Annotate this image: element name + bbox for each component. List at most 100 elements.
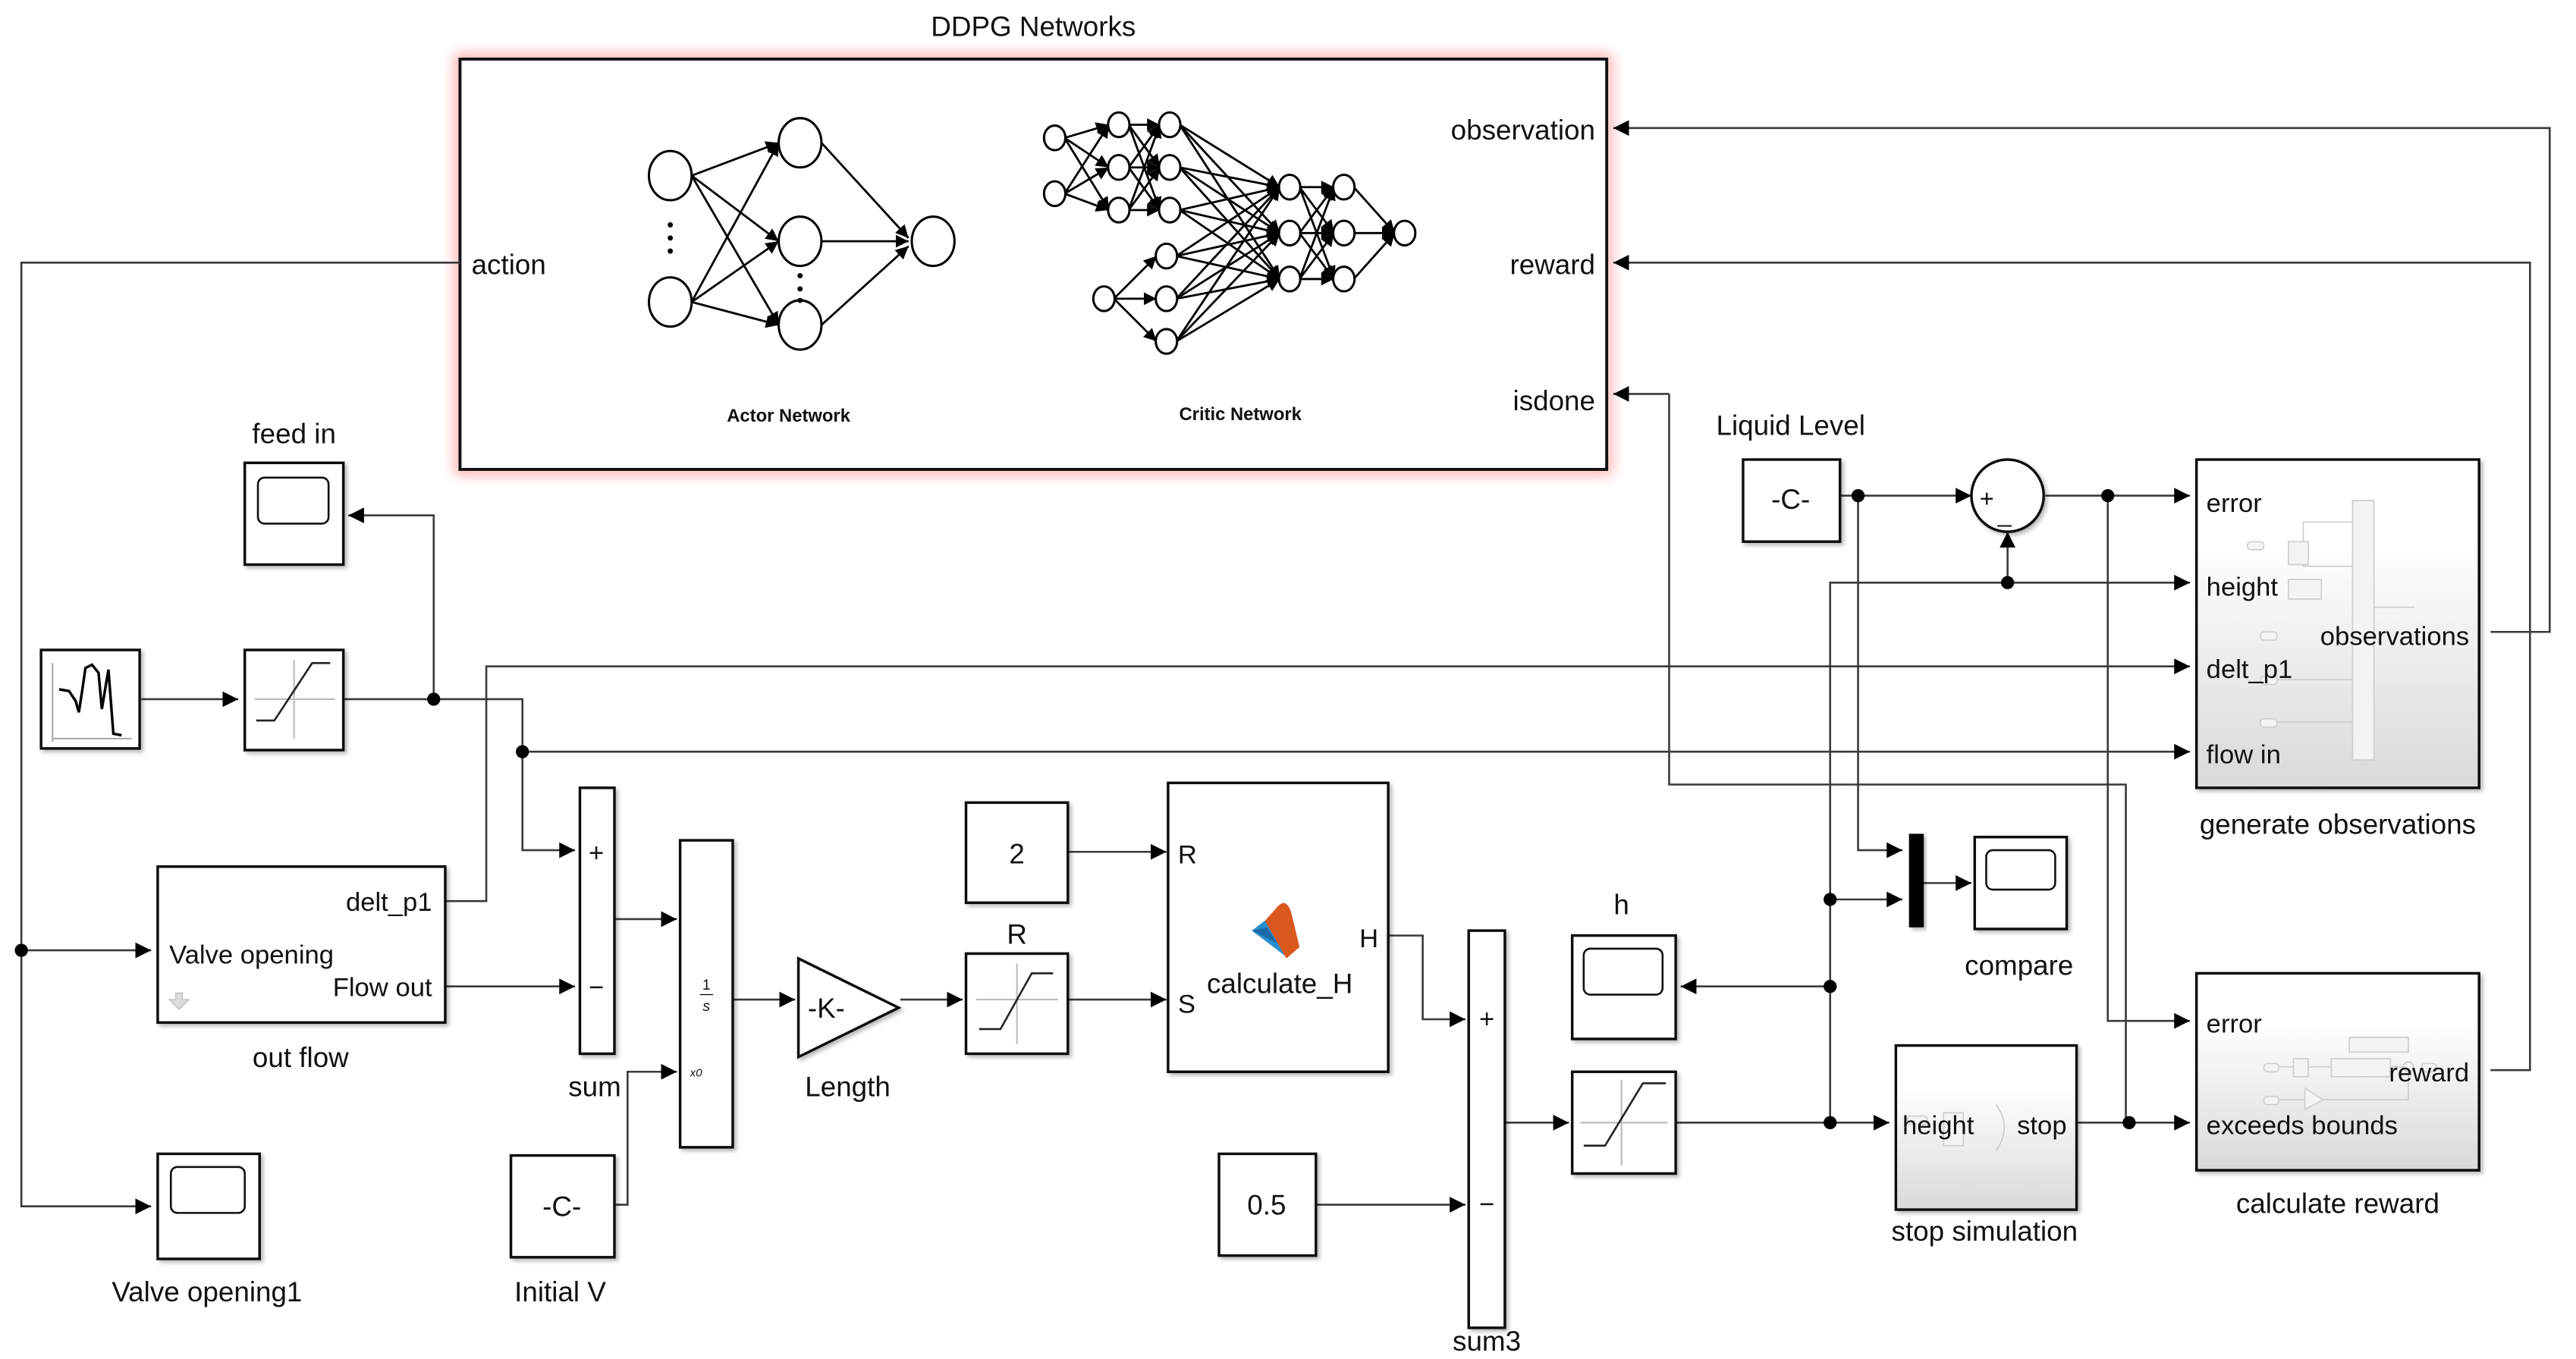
critic-node (1332, 265, 1356, 293)
constant-2-value: 2 (1009, 838, 1024, 869)
critic-edge (1179, 124, 1281, 234)
calculate-reward-label: calculate reward (2236, 1188, 2439, 1219)
scope-icon (1582, 947, 1664, 996)
ddpg-agent-block[interactable]: DDPG Networks action observation reward … (454, 11, 1612, 475)
subsystem-preview (1906, 1104, 2006, 1151)
constant-0.5-block[interactable]: 0.5 (1217, 1152, 1318, 1257)
liquid-level-constant[interactable]: Liquid Level -C- (1717, 410, 1865, 543)
signal-builder-block[interactable] (39, 648, 141, 750)
calc-reward-port-exceeds-bounds: exceeds bounds (2207, 1112, 2398, 1141)
critic-edge (1175, 186, 1281, 342)
constant-2-block[interactable]: 2 (964, 801, 1070, 905)
matlab-logo-icon (1252, 902, 1300, 959)
valve-opening-scope[interactable]: Valve opening1 (112, 1152, 302, 1307)
critic-node (1042, 180, 1067, 208)
critic-edge (1175, 186, 1280, 257)
sum-block[interactable]: + − sum (568, 786, 621, 1103)
generate-observations-subsystem[interactable]: error height delt_p1 flow in observation… (2194, 458, 2480, 840)
generate-observations-label: generate observations (2200, 808, 2476, 840)
feed-in-scope[interactable]: feed in (243, 418, 345, 567)
critic-edge (1176, 229, 1280, 257)
critic-edge (1299, 232, 1335, 280)
critic-node (1332, 173, 1356, 201)
out-flow-label: out flow (253, 1042, 349, 1073)
sum3-block[interactable]: + − sum3 (1453, 929, 1521, 1357)
integrator-block[interactable]: 1 s x0 (678, 839, 734, 1149)
gain-value: -K- (808, 993, 845, 1024)
critic-edge (1176, 255, 1280, 283)
critic-edge (1063, 124, 1111, 195)
critic-edge (1127, 166, 1161, 211)
gen-obs-port-observations: observations (2320, 623, 2469, 651)
saturation-height-block[interactable] (1570, 1070, 1677, 1175)
look-under-mask-icon (168, 992, 190, 1010)
liquid-level-value: -C- (1771, 484, 1810, 515)
port-action: action (472, 249, 546, 280)
calc-reward-port-error: error (2207, 1009, 2262, 1038)
critic-edge (1175, 232, 1281, 343)
saturation-r-block[interactable]: R (964, 918, 1070, 1056)
port-observation: observation (1451, 115, 1595, 146)
scope-icon (169, 1166, 247, 1214)
sum3-plus-sign: + (1479, 1005, 1494, 1034)
gen-obs-port-delt-p1: delt_p1 (2207, 655, 2293, 684)
gen-obs-port-error: error (2207, 489, 2262, 518)
sum-minus-sign: − (589, 974, 604, 1003)
out-flow-port-flow-out: Flow out (333, 974, 432, 1003)
subsystem-preview (2263, 1036, 2437, 1111)
out-flow-port-delt-p1: delt_p1 (346, 888, 432, 917)
out-flow-subsystem[interactable]: delt_p1 Valve opening Flow out out flow (156, 865, 447, 1073)
saturation-icon (254, 660, 335, 739)
critic-node (1158, 196, 1182, 224)
error-sum-minus: _ (1997, 500, 2012, 527)
critic-edge (1113, 297, 1158, 343)
gen-obs-port-flow-in: flow in (2207, 740, 2281, 769)
critic-edge (1179, 166, 1280, 191)
critic-node (1277, 265, 1302, 293)
sum-label: sum (568, 1072, 621, 1103)
calculate-h-function-block[interactable]: R S H calculate_H (1167, 781, 1390, 1073)
port-reward: reward (1509, 249, 1595, 280)
critic-node (1107, 111, 1131, 139)
critic-edge (1179, 166, 1281, 280)
critic-edge (1176, 275, 1280, 300)
integrator-numerator: 1 (702, 977, 711, 993)
critic-node (1154, 328, 1179, 355)
gen-obs-port-height: height (2207, 573, 2279, 602)
ddpg-title: DDPG Networks (931, 11, 1136, 42)
critic-node (1393, 219, 1417, 247)
subsystem-preview (2246, 500, 2415, 761)
critic-edge (1127, 124, 1162, 211)
constant-0.5-value: 0.5 (1247, 1190, 1286, 1221)
sum3-minus-sign: − (1479, 1190, 1494, 1219)
critic-node (1154, 242, 1179, 270)
actor-network-icon (647, 117, 956, 351)
critic-edge (1175, 186, 1281, 300)
stop-simulation-subsystem[interactable]: height stop stop simulation (1892, 1044, 2078, 1248)
saturation-block-input[interactable] (243, 648, 345, 752)
calc-reward-port-reward: reward (2389, 1059, 2469, 1088)
scope-icon (256, 476, 330, 525)
valve-opening-scope-label: Valve opening1 (112, 1276, 302, 1307)
error-sum-block[interactable]: + _ (1970, 458, 2046, 533)
stop-sim-port-stop: stop (2017, 1112, 2066, 1141)
critic-network-icon (1042, 111, 1417, 355)
critic-node (1154, 285, 1179, 312)
calculate-h-name: calculate_H (1207, 968, 1352, 999)
critic-edge (1175, 278, 1280, 343)
mux-block[interactable] (1908, 833, 1924, 927)
integrator-ic-port: x0 (690, 1067, 703, 1080)
critic-edge (1179, 124, 1280, 188)
h-scope[interactable]: h (1570, 889, 1677, 1040)
calculate-h-port-s: S (1178, 990, 1195, 1018)
calculate-reward-subsystem[interactable]: error exceeds bounds reward calculate re… (2194, 971, 2480, 1219)
initial-v-constant[interactable]: -C- Initial V (509, 1153, 616, 1308)
ddpg-frame (458, 57, 1609, 471)
calculate-h-port-r: R (1178, 840, 1197, 869)
length-gain-block[interactable]: -K- Length (796, 956, 902, 1103)
compare-scope[interactable]: compare (1965, 836, 2073, 981)
liquid-level-label: Liquid Level (1717, 410, 1865, 441)
initial-v-value: -C- (542, 1191, 581, 1222)
actor-network-label: Actor Network (727, 406, 850, 426)
compare-label: compare (1965, 950, 2073, 981)
